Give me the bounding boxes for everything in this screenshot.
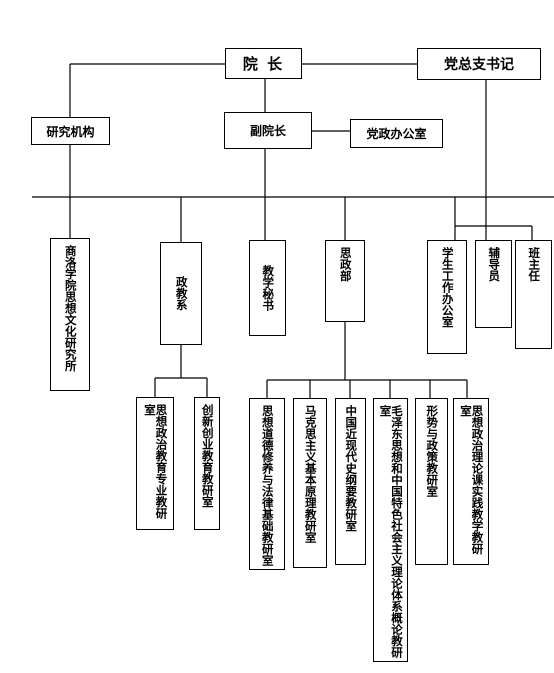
party-office-box: 党政办公室 (350, 119, 443, 148)
unit-innovation-entrepreneurship: 创新创业教育教研室 (194, 397, 220, 530)
unit-mao-theory: 毛泽东思想和中国特色社会主义理论体系概论教研室 (373, 398, 408, 662)
research-institutes-box: 研究机构 (31, 117, 110, 145)
institute-box: 商洛学院思想文化研究所 (50, 238, 90, 391)
ideological-politics-dept-box: 思政部 (325, 240, 365, 322)
politics-education-dept-box: 政教系 (160, 242, 202, 345)
dean-box: 院 长 (225, 48, 302, 79)
unit-situation-policy: 形势与政策教研室 (415, 398, 448, 565)
unit-practice-teaching: 思想政治理论课实践教学教研室 (453, 398, 489, 565)
unit-morality-law: 思想道德修养与法律基础教研室 (249, 398, 285, 570)
unit-marxism-principles: 马克思主义基本原理教研室 (293, 398, 327, 568)
unit-ideological-education-major: 思想政治教育专业教研室 (136, 397, 174, 530)
teaching-secretary-box: 教学秘书 (249, 240, 286, 336)
party-secretary-box: 党总支书记 (417, 48, 541, 80)
class-advisors-box: 班主任 (515, 240, 552, 349)
vice-dean-box: 副院长 (224, 112, 312, 149)
student-affairs-office-box: 学生工作办公室 (427, 240, 467, 354)
unit-modern-history: 中国近现代史纲要教研室 (335, 398, 366, 565)
counselors-box: 辅导员 (475, 240, 512, 328)
